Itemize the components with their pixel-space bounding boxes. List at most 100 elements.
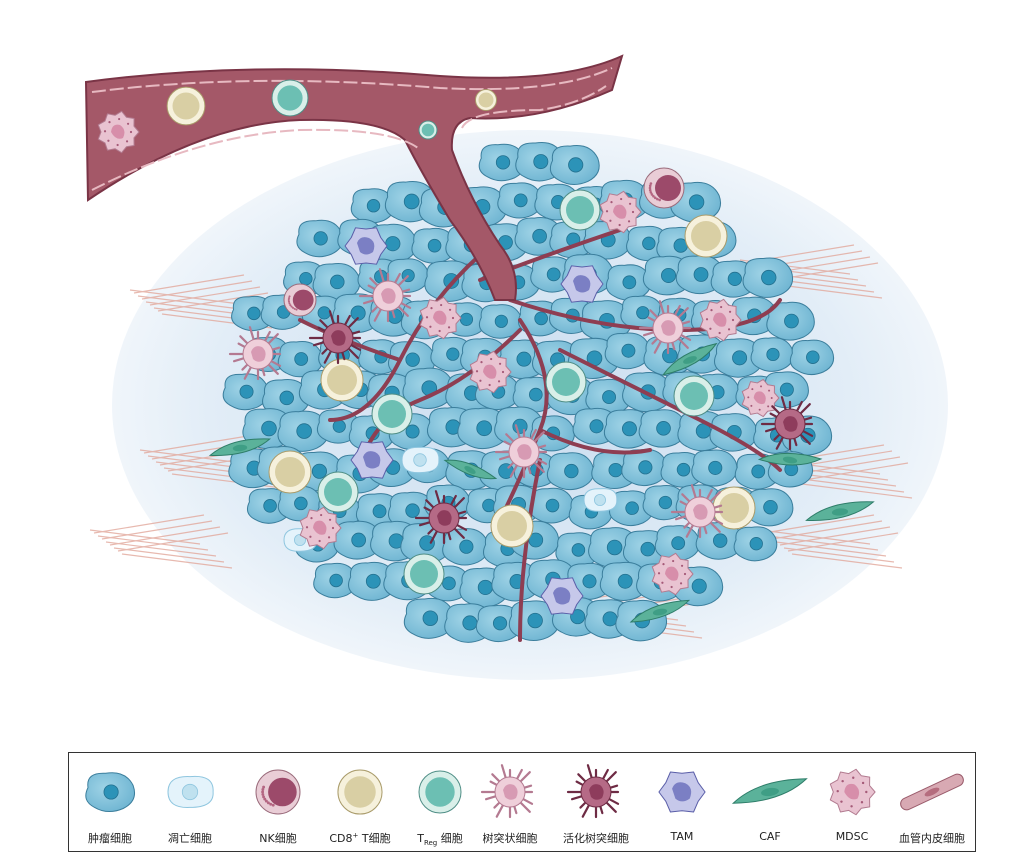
caf-cell (629, 599, 691, 623)
legend-label: 凋亡细胞 (168, 832, 212, 845)
mdsc-cell (741, 378, 780, 418)
tam-cell (560, 265, 604, 303)
cd8-t-cell (490, 504, 534, 548)
legend-label: 活化树突细胞 (563, 832, 629, 845)
legend-item: 树突状细胞 (469, 753, 551, 853)
tumor-cell (621, 448, 668, 487)
legend-label: 血管内皮细胞 (899, 832, 965, 845)
nk-cell-icon (255, 769, 301, 815)
dendritic-cell (358, 268, 412, 323)
tumor-cell-icon (85, 772, 136, 813)
treg-cell (403, 553, 445, 595)
caf-icon (731, 778, 808, 804)
cd8-t-cell (166, 86, 206, 126)
treg-cell-icon (418, 770, 462, 814)
tumor-cell (789, 339, 835, 376)
treg-cell (559, 189, 601, 231)
tumor-microenvironment-illustration (84, 54, 948, 680)
legend-label: NK细胞 (259, 832, 297, 845)
tumor-cell (604, 332, 651, 370)
mdsc-cell (299, 506, 342, 550)
caf-cell (805, 501, 875, 521)
legend-item: TReg 细胞 (399, 753, 481, 853)
tumor-cell (742, 257, 794, 298)
mdsc-cell (419, 296, 462, 340)
tam-icon (658, 771, 706, 813)
treg-cell (317, 471, 359, 513)
activated-dendritic-cell (308, 310, 362, 365)
legend-label: MDSC (835, 830, 869, 843)
tam-cell (350, 441, 394, 479)
treg-cell (545, 361, 587, 403)
endothelial-cell-icon (900, 773, 964, 811)
legend-label: TReg 细胞 (417, 832, 463, 848)
tam-cell (540, 577, 584, 615)
cd8-t-cell (684, 214, 728, 258)
dendritic-cell (638, 300, 692, 355)
caf-cell (757, 452, 823, 466)
tumor-cell (691, 449, 738, 487)
tumor-cell (277, 340, 324, 378)
legend-item: 活化树突细胞 (555, 753, 637, 853)
tumor-cell (546, 452, 595, 491)
activated-dendritic-cell (760, 396, 814, 451)
cd8-t-cell (320, 358, 364, 402)
caf-cell (208, 438, 272, 457)
mdsc-cell (699, 298, 742, 342)
apoptotic-cell-icon (167, 775, 214, 808)
tumor-cell (766, 301, 815, 341)
tumor-cell (222, 373, 269, 411)
tumor-cell (733, 526, 778, 562)
tumor-cell (529, 487, 574, 524)
tumor-cell (475, 604, 523, 643)
tumor-cell (745, 488, 794, 527)
cd8-t-cell (712, 486, 756, 530)
mdsc-cell (651, 552, 694, 596)
mdsc-cell (469, 350, 512, 394)
activated-dendritic-cell (414, 490, 468, 545)
legend-label: 树突状细胞 (482, 832, 538, 845)
cd8-t-cell (475, 89, 497, 111)
legend-label: CD8+ T细胞 (329, 831, 391, 845)
nk-cell (283, 283, 317, 317)
dendritic-cell-icon (480, 764, 534, 819)
tumor-cell (750, 337, 794, 372)
nk-cell (643, 167, 685, 209)
activated-dendritic-cell-icon (566, 764, 620, 819)
legend-item: 凋亡细胞 (149, 753, 231, 853)
dendritic-cell (228, 326, 282, 381)
tumor-cell (400, 522, 452, 564)
tumor-cell (402, 367, 455, 410)
tumor-cell (296, 219, 344, 258)
tumor-cell (638, 409, 687, 448)
caf-cell (443, 459, 498, 480)
cd8-t-cell (268, 450, 312, 494)
tumor-cell (312, 263, 361, 302)
mdsc-cell (97, 110, 140, 154)
treg-cell (673, 375, 715, 417)
legend-label: CAF (759, 830, 781, 843)
caf-cell (661, 342, 718, 376)
tumor-cell (403, 597, 455, 639)
legend-label: TAM (670, 830, 694, 843)
legend-item: NK细胞 (237, 753, 319, 853)
legend-item: 肿瘤细胞 (69, 753, 151, 853)
treg-cell (371, 393, 413, 435)
legend-item: CAF (729, 753, 811, 853)
legend-item: 血管内皮细胞 (891, 753, 973, 853)
mdsc-cell (599, 190, 642, 234)
legend-label: 肿瘤细胞 (88, 832, 132, 845)
apoptotic-cell (401, 446, 440, 474)
legend-item: MDSC (811, 753, 893, 853)
dendritic-cell (494, 424, 548, 479)
treg-cell (271, 79, 309, 117)
dendritic-cell (670, 484, 724, 539)
tumor-cell (478, 143, 526, 182)
legend-item: CD8+ T细胞 (319, 753, 401, 853)
tumor-cell (605, 264, 652, 301)
tumor-cell (478, 304, 523, 339)
blood-vessel (84, 54, 624, 301)
tumor-cell (549, 145, 600, 185)
legend-item: TAM (641, 753, 723, 853)
cd8-t-cell-icon (337, 769, 383, 815)
